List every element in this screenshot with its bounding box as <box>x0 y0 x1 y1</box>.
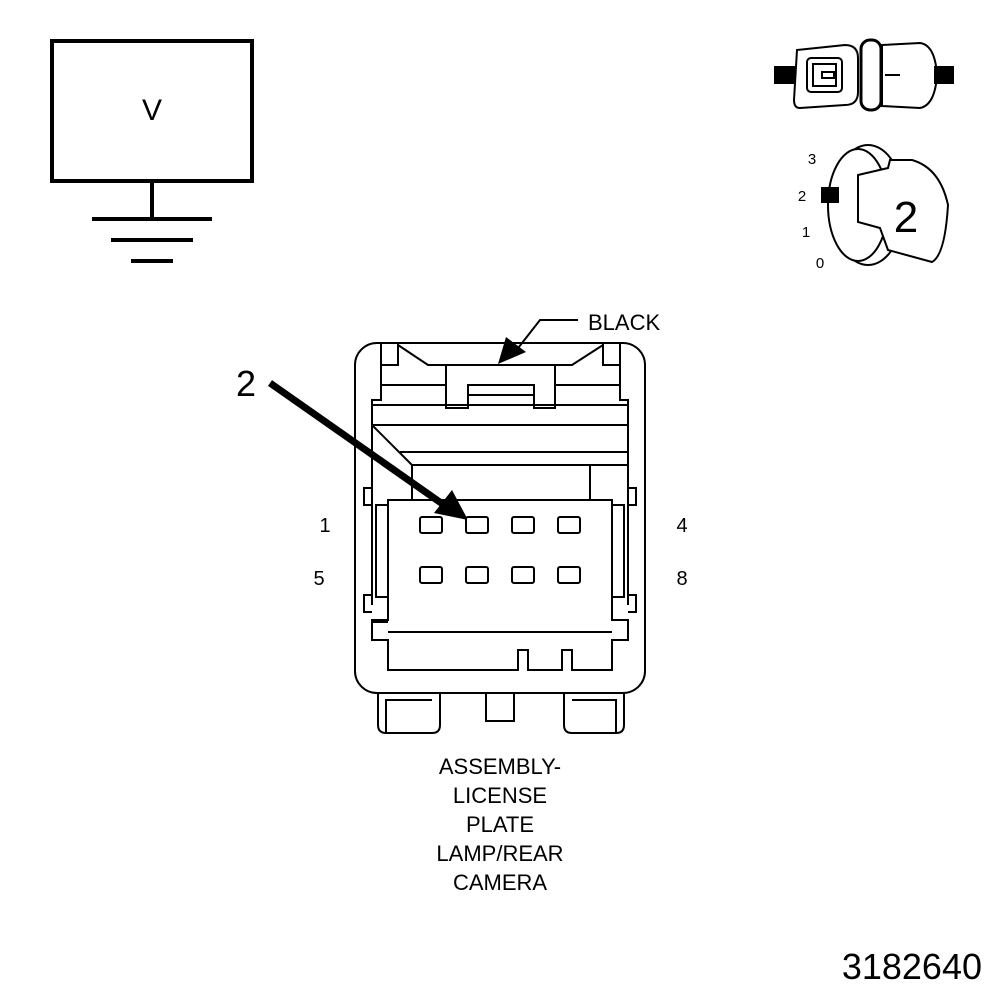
pin-cavities <box>419 516 581 584</box>
pin-cavity-2 <box>465 516 489 534</box>
pin-cavity-8 <box>557 566 581 584</box>
pin-callout: 2 <box>236 363 468 520</box>
voltmeter-label: V <box>142 94 162 127</box>
connector-face <box>354 342 646 734</box>
terminal-probe-icon <box>774 38 954 112</box>
pin-cavity-1 <box>419 516 443 534</box>
pin-cavity-5 <box>419 566 443 584</box>
probe-setting-dial: 3 2 1 0 2 <box>798 144 950 272</box>
pin-label-1: 1 <box>319 515 330 537</box>
connector-name-line: PLATE <box>465 812 535 837</box>
scale-mark-2: 2 <box>798 188 806 205</box>
pin-cavity-6 <box>465 566 489 584</box>
knob-label: 2 <box>894 193 918 242</box>
scale-mark-1: 1 <box>802 224 810 241</box>
pin-label-4: 4 <box>676 515 687 537</box>
callout-number: 2 <box>236 363 256 404</box>
pin-cavity-7 <box>511 566 535 584</box>
scale-mark-3: 3 <box>808 151 816 168</box>
pin-label-8: 8 <box>676 568 687 590</box>
figure-id: 3182640 <box>841 946 982 987</box>
connector-name-line: CAMERA <box>452 870 548 895</box>
pin-cavity-3 <box>511 516 535 534</box>
pin-label-5: 5 <box>313 568 324 590</box>
connector-name-line: ASSEMBLY- <box>438 754 562 779</box>
voltmeter-symbol: V <box>50 39 254 263</box>
pin-cavity-4 <box>557 516 581 534</box>
selected-position-marker <box>821 187 839 203</box>
color-callout: BLACK <box>498 310 660 364</box>
scale-mark-0: 0 <box>816 255 824 272</box>
connector-name-line: LAMP/REAR <box>436 841 564 866</box>
connector-color-label: BLACK <box>588 310 660 335</box>
connector-name: ASSEMBLY- LICENSE PLATE LAMP/REAR CAMERA <box>380 752 620 897</box>
ground-icon <box>92 217 212 263</box>
connector-name-line: LICENSE <box>452 783 548 808</box>
